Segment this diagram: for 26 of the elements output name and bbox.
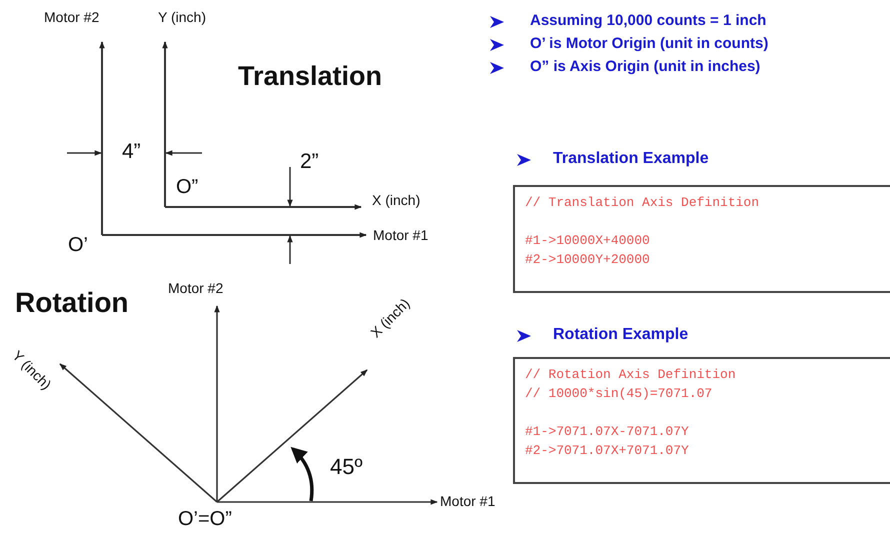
section-heading: Rotation	[15, 288, 129, 319]
code-line: // Rotation Axis Definition	[525, 366, 736, 384]
bullet-text: O” is Axis Origin (unit in inches)	[530, 59, 760, 76]
section-heading: Translation Example	[553, 150, 709, 168]
code-line: #1->7071.07X-7071.07Y	[525, 423, 689, 441]
code-line: // 10000*sin(45)=7071.07	[525, 385, 712, 403]
diagram-label: O’	[68, 234, 88, 256]
diagram-label: O”	[176, 176, 198, 198]
code-line: #2->7071.07X+7071.07Y	[525, 442, 689, 460]
code-line: #1->10000X+40000	[525, 232, 650, 250]
diagram-label: Motor #2	[44, 10, 100, 26]
bullet-text: O’ is Motor Origin (unit in counts)	[530, 36, 768, 52]
diagram-label: O’=O”	[178, 508, 232, 530]
section-heading: Rotation Example	[553, 326, 688, 344]
diagram-label: 4”	[122, 140, 141, 164]
code-line: #2->10000Y+20000	[525, 251, 650, 269]
diagram-label: Y (inch)	[158, 10, 206, 26]
diagram-label: 45º	[330, 455, 363, 480]
bullet-text: Assuming 10,000 counts = 1 inch	[530, 13, 766, 30]
code-line: // Translation Axis Definition	[525, 194, 760, 212]
section-heading: Translation	[238, 62, 382, 92]
diagram-label: X (inch)	[372, 193, 420, 208]
diagram-label: Motor #2	[168, 281, 224, 296]
diagram-label: Motor #1	[373, 228, 428, 244]
diagram-label: 2”	[300, 150, 319, 174]
diagram-label: Motor #1	[440, 494, 496, 510]
